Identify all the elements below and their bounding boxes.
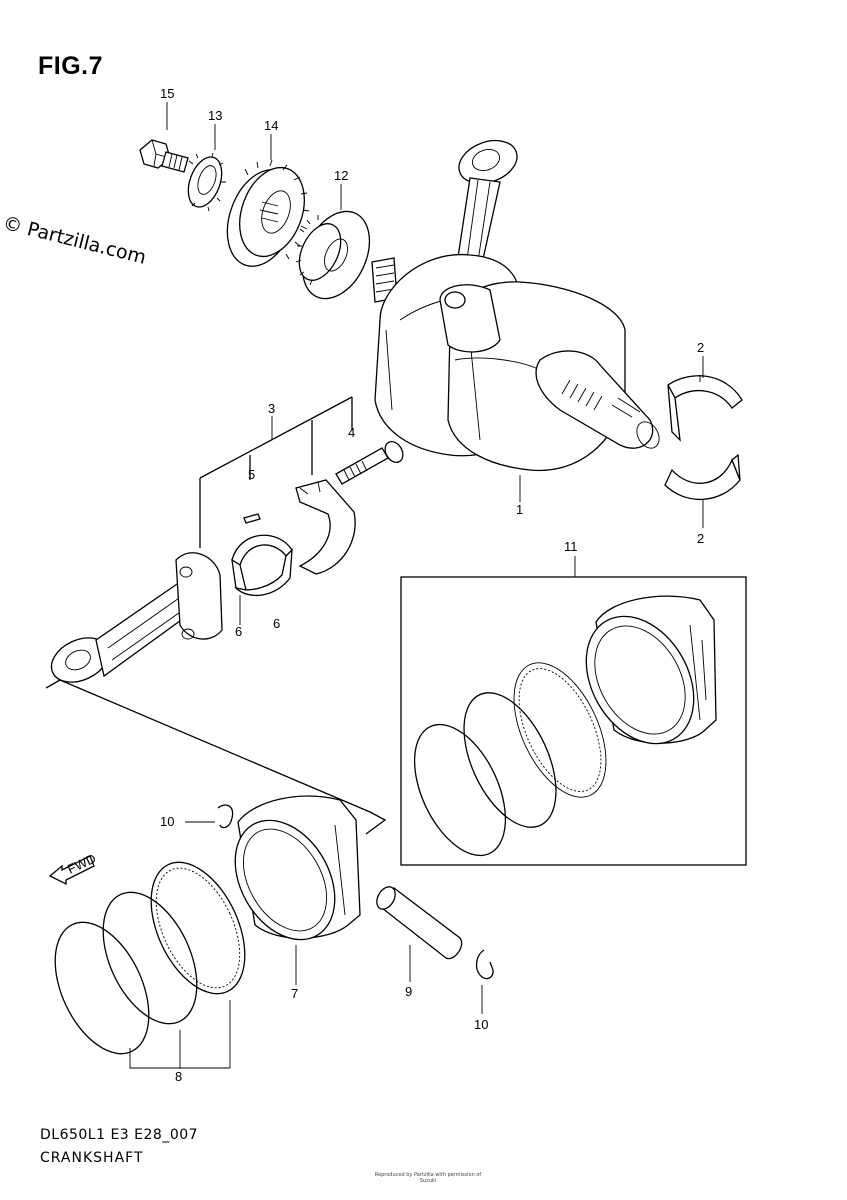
part-2-bearing-upper[interactable]	[667, 375, 743, 442]
callout-10b: 10	[474, 1017, 488, 1032]
callout-8: 8	[175, 1069, 182, 1084]
part-11-piston-kit-box[interactable]	[400, 556, 747, 866]
connecting-rod-lower[interactable]	[44, 552, 223, 691]
callout-10a: 10	[160, 814, 174, 829]
callout-5: 5	[248, 467, 255, 482]
footer-note: Reproduced by Partzilla with permission …	[374, 1172, 482, 1184]
callout-11: 11	[564, 539, 578, 554]
callout-15: 15	[160, 86, 174, 101]
kit-rings	[413, 662, 607, 857]
callout-6a: 6	[235, 624, 242, 639]
rod-cap[interactable]	[295, 479, 356, 575]
callout-1: 1	[516, 502, 523, 517]
part-10-clip-lower[interactable]	[475, 949, 494, 980]
part-5-dowel-pin[interactable]	[243, 513, 261, 524]
callout-7: 7	[291, 986, 298, 1001]
part-10-clip-upper[interactable]	[217, 804, 234, 829]
callout-3: 3	[268, 401, 275, 416]
part-13-washer[interactable]	[182, 152, 228, 212]
group-outline-lower	[45, 679, 387, 835]
callout-12: 12	[334, 168, 348, 183]
part-3-group-bracket	[199, 396, 353, 548]
figure-title: FIG.7	[38, 52, 104, 80]
part-8-piston-rings[interactable]	[36, 848, 264, 1069]
part-7-piston[interactable]	[215, 795, 361, 957]
callout-2b: 2	[697, 531, 704, 546]
part-15-bolt[interactable]	[139, 139, 189, 173]
model-code: DL650L1 E3 E28_007	[40, 1127, 199, 1143]
callout-6b: 6	[273, 616, 280, 631]
callout-2a: 2	[697, 340, 704, 355]
part-6-bearing-pair[interactable]	[231, 534, 293, 597]
fwd-arrow-icon: FWD	[48, 851, 98, 886]
part-12-gear-washer[interactable]	[289, 201, 382, 310]
part-14-gear[interactable]	[215, 159, 316, 276]
part-2-bearing-lower[interactable]	[664, 453, 741, 501]
kit-piston	[585, 595, 717, 745]
part-1-crankshaft[interactable]	[371, 254, 664, 472]
leader-part-8	[129, 1000, 231, 1069]
callout-13: 13	[208, 108, 222, 123]
callout-14: 14	[264, 118, 278, 133]
part-9-piston-pin[interactable]	[373, 884, 463, 960]
part-4-rod-bolt[interactable]	[335, 438, 406, 485]
figure-caption: CRANKSHAFT	[40, 1150, 144, 1166]
callout-4: 4	[348, 425, 355, 440]
callout-9: 9	[405, 984, 412, 999]
